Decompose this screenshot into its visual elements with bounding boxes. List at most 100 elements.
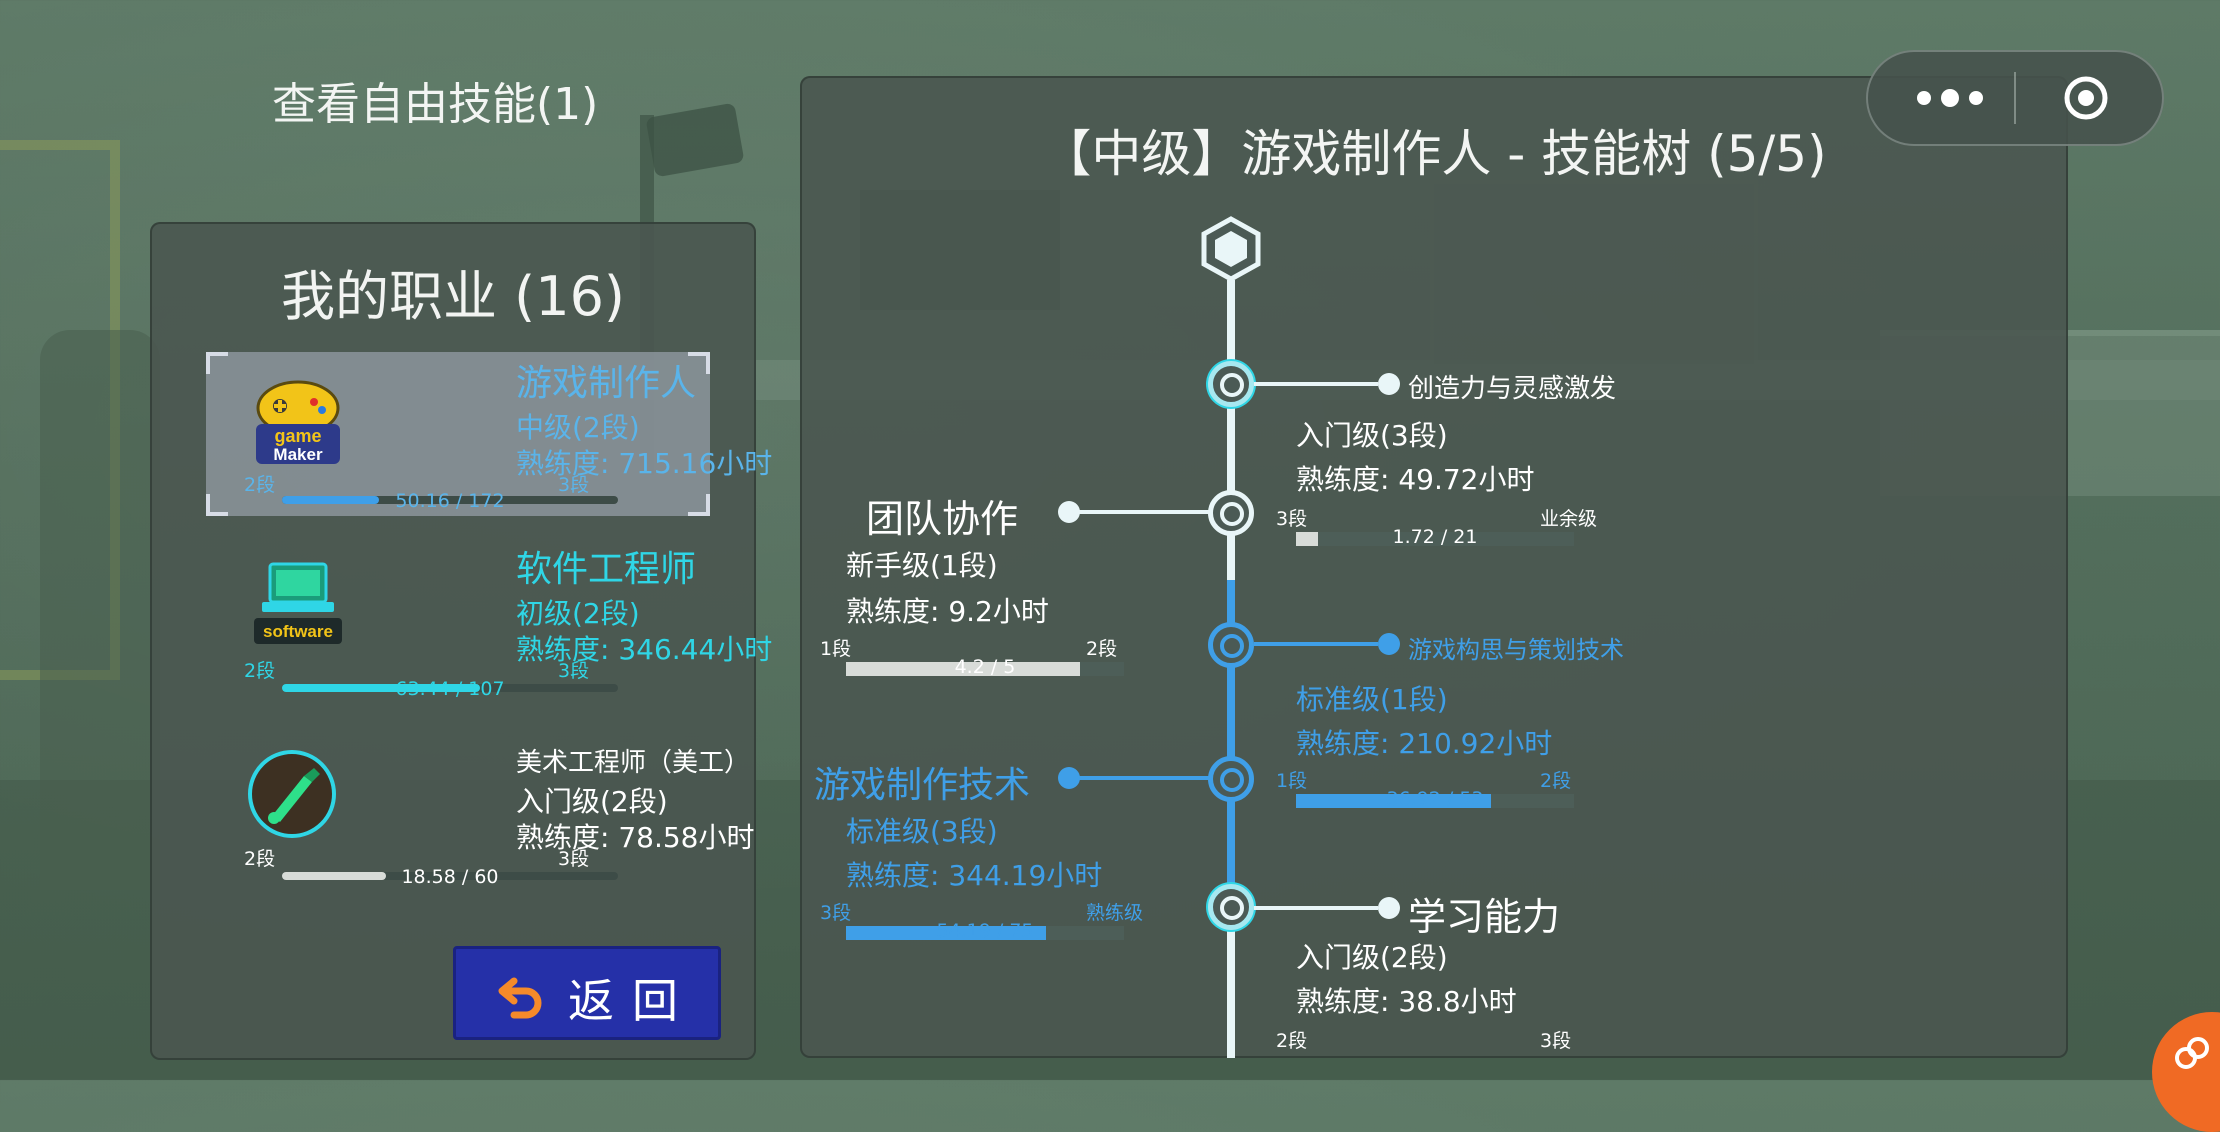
career-proficiency: 熟练度: 715.16小时 [516, 447, 773, 480]
skill-tree-panel: 【中级】游戏制作人 - 技能树 (5/5) 创造力与灵感激发 入门级(3段) 熟… [800, 76, 2068, 1058]
career-card-art-engineer[interactable]: 美术工程师（美工） 入门级(2段) 熟练度: 78.58小时 2段 3段 18.… [206, 722, 755, 888]
tree-trunk-segment [1227, 580, 1235, 920]
back-button[interactable]: 返回 [453, 946, 721, 1040]
skill-branch [1070, 510, 1210, 514]
skill-branch [1070, 776, 1210, 780]
selection-corner [206, 352, 228, 374]
skill-proficiency: 熟练度: 344.19小时 [846, 859, 1103, 892]
skill-progress-count: 4.2 / 5 [954, 656, 1016, 678]
skill-progress-count: 1.72 / 21 [1392, 526, 1478, 548]
skill-stage-end: 2段 [1540, 770, 1572, 792]
skill-tree-title: 【中级】游戏制作人 - 技能树 (5/5) [1041, 125, 1827, 183]
skill-level: 入门级(3段) [1296, 419, 1448, 452]
skill-node[interactable] [1208, 490, 1254, 536]
skill-name[interactable]: 游戏构思与策划技术 [1408, 636, 1624, 664]
skill-name[interactable]: 创造力与灵感激发 [1408, 374, 1617, 404]
skill-stage-start: 3段 [1276, 508, 1308, 530]
link-icon [2175, 1037, 2209, 1069]
bg-picture-frame [0, 140, 120, 680]
career-stage-end: 3段 [558, 848, 590, 870]
career-stage-start: 2段 [244, 474, 276, 496]
tree-trunk-segment [1227, 906, 1235, 1058]
career-name: 软件工程师 [516, 549, 697, 590]
selection-corner [206, 494, 228, 516]
career-level: 入门级(2段) [516, 785, 668, 818]
bg-chair [40, 330, 160, 890]
skill-progress-fill [846, 662, 1080, 676]
skill-progress-fill [846, 926, 1047, 940]
career-progress-count: 18.58 / 60 [401, 866, 499, 888]
career-proficiency: 熟练度: 346.44小时 [516, 633, 773, 666]
close-target-icon[interactable] [2062, 74, 2110, 122]
free-skill-link[interactable]: 查看自由技能(1) [272, 79, 599, 130]
skill-branch-dot [1378, 373, 1400, 395]
skill-level: 入门级(2段) [1296, 941, 1448, 974]
career-progress-count: 50.16 / 172 [395, 490, 505, 512]
skill-progress-fill [1296, 794, 1491, 808]
root-hexagon-icon [1201, 216, 1261, 282]
skill-level: 标准级(1段) [1296, 683, 1448, 716]
skill-level: 新手级(1段) [846, 549, 998, 582]
career-card-software-engineer[interactable]: software 软件工程师 初级(2段) 熟练度: 346.44小时 2段 3… [206, 538, 772, 702]
tree-trunk-segment [1227, 280, 1235, 370]
skill-progress-bar [1296, 532, 1574, 546]
career-name: 美术工程师（美工） [516, 748, 751, 778]
skill-branch-dot [1378, 633, 1400, 655]
skill-proficiency: 熟练度: 210.92小时 [1296, 727, 1553, 760]
skill-level: 标准级(3段) [846, 815, 998, 848]
skill-node[interactable] [1208, 756, 1254, 802]
skill-proficiency: 熟练度: 38.8小时 [1296, 985, 1517, 1018]
gamemaker-icon-word: game [274, 426, 321, 446]
career-progress-fill [282, 872, 387, 880]
career-panel-title: 我的职业 (16) [280, 265, 625, 328]
skill-stage-end: 2段 [1086, 638, 1118, 660]
skill-proficiency: 熟练度: 49.72小时 [1296, 463, 1535, 496]
career-progress-bar [282, 684, 618, 692]
career-proficiency: 熟练度: 78.58小时 [516, 821, 755, 854]
skill-stage-start: 1段 [1276, 770, 1308, 792]
skill-branch [1254, 906, 1378, 910]
skill-node[interactable] [1208, 361, 1254, 407]
skill-node[interactable] [1208, 622, 1254, 668]
skill-progress-bar [846, 662, 1124, 676]
more-options-icon[interactable] [1910, 84, 1990, 112]
career-panel: 我的职业 (16) game Maker 游戏制作人 中级(2段) 熟练度: 7… [150, 222, 772, 1060]
skill-branch-dot [1378, 897, 1400, 919]
skill-stage-end: 熟练级 [1086, 902, 1144, 924]
skill-branch-dot [1058, 501, 1080, 523]
skill-progress-count: 54.19 / 75 [936, 920, 1034, 942]
career-progress-fill [282, 496, 380, 504]
skill-branch [1254, 382, 1378, 386]
bg-lamp-head [645, 102, 745, 178]
floating-share-button[interactable] [2152, 1012, 2220, 1132]
skill-node[interactable] [1208, 884, 1254, 930]
gamemaker-icon: game Maker [256, 380, 340, 464]
skill-name[interactable]: 团队协作 [866, 497, 1019, 541]
career-card-game-producer[interactable]: game Maker 游戏制作人 中级(2段) 熟练度: 715.16小时 2段… [206, 352, 772, 516]
career-name: 游戏制作人 [516, 363, 697, 404]
skill-name[interactable]: 游戏制作技术 [814, 765, 1031, 806]
career-level: 初级(2段) [516, 597, 640, 630]
career-progress-bar [282, 872, 618, 880]
skill-progress-fill [1296, 532, 1319, 546]
skill-stage-start: 2段 [1276, 1030, 1308, 1052]
laptop-icon: software [254, 562, 342, 644]
career-stage-end: 3段 [558, 474, 590, 496]
skill-branch-dot [1058, 767, 1080, 789]
skill-branch [1254, 642, 1378, 646]
laptop-icon-word: software [263, 622, 333, 641]
miniprogram-capsule [1866, 50, 2164, 146]
skill-progress-count: 36.92 / 53 [1386, 788, 1484, 810]
capsule-divider [2014, 72, 2016, 124]
skill-stage-start: 3段 [820, 902, 852, 924]
gamemaker-icon-word: Maker [273, 445, 323, 464]
return-arrow-icon [498, 977, 542, 1019]
career-progress-fill [282, 684, 481, 692]
career-stage-start: 2段 [244, 660, 276, 682]
back-button-label: 返回 [568, 974, 696, 1028]
career-progress-bar [282, 496, 618, 504]
skill-progress-bar [846, 926, 1124, 940]
skill-stage-start: 1段 [820, 638, 852, 660]
brush-icon [248, 750, 336, 838]
skill-name[interactable]: 学习能力 [1408, 895, 1561, 939]
